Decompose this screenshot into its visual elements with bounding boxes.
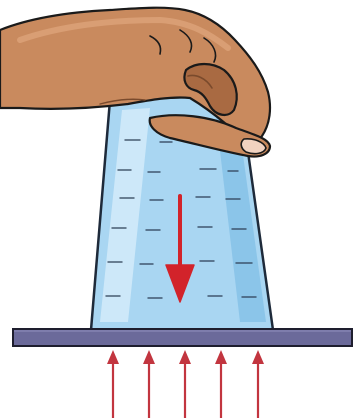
upward-pressure-arrow-icon	[215, 350, 227, 418]
base-plate-icon	[13, 329, 352, 346]
upward-pressure-arrow-icon	[252, 350, 264, 418]
upward-pressure-arrow-icon	[143, 350, 155, 418]
upward-pressure-arrow-icon	[107, 350, 119, 418]
upward-pressure-arrow-icon	[179, 350, 191, 418]
upward-pressure-arrows	[107, 350, 264, 418]
